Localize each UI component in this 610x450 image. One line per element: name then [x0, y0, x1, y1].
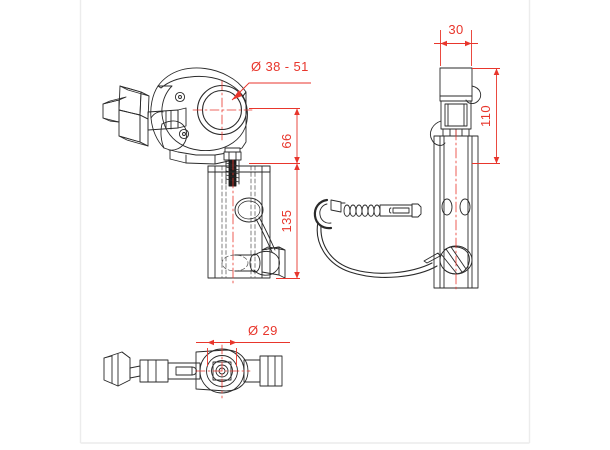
front-view [102, 67, 286, 285]
pin-safety-cable [316, 221, 438, 278]
side-view [423, 67, 482, 293]
bottom-view [103, 344, 283, 399]
dimension-135[interactable] [276, 163, 300, 279]
dimension-66[interactable] [249, 108, 300, 164]
dimension-110[interactable] [472, 68, 500, 164]
tube-locking-knob [221, 246, 286, 279]
dimension-dia-29[interactable] [196, 339, 290, 366]
clamp-ring-centerlines [192, 80, 253, 141]
side-view-dimensions [434, 30, 500, 164]
pin-shaft [379, 203, 422, 218]
clamp-bolt-holes [174, 91, 190, 140]
dimension-label-66: 66 [279, 133, 294, 148]
front-view-dimensions [231, 82, 311, 279]
bottom-view-dimensions [196, 339, 290, 366]
bottom-view-handle [103, 351, 141, 387]
clamp-body [150, 67, 248, 165]
pin-view [313, 198, 438, 278]
dimension-dia-38-51[interactable] [231, 82, 311, 101]
side-view-lever [465, 85, 482, 104]
t-handle-knob [102, 85, 150, 147]
dimension-label-110: 110 [478, 105, 493, 127]
pin-pull-ring [313, 198, 342, 230]
side-view-receiver-tube [433, 135, 479, 289]
dimension-label-dia-38-51: Ø 38 - 51 [251, 59, 309, 74]
dimension-label-dia-29: Ø 29 [248, 323, 278, 338]
sheet-frame [79, 0, 531, 444]
dimension-label-135: 135 [279, 210, 294, 233]
dimension-label-30: 30 [448, 22, 463, 37]
dimension-30[interactable] [434, 30, 478, 66]
bottom-view-centerlines [195, 344, 251, 399]
